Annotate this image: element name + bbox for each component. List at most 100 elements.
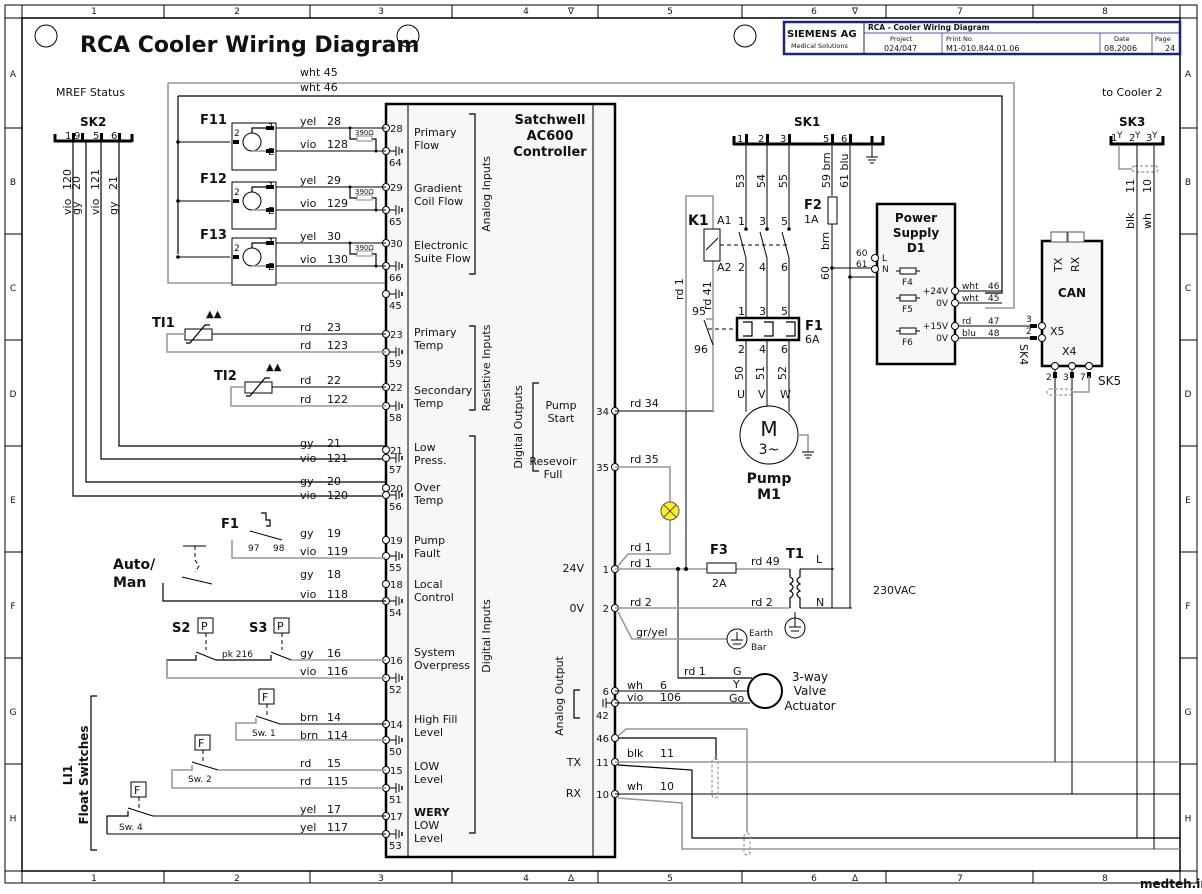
sheet-frame bbox=[4, 4, 1198, 884]
wire-wht-45-46: wht 45 wht 46 bbox=[167, 66, 1015, 309]
controller-input-label: Fault bbox=[414, 547, 441, 560]
sk1-wire-label: 61 blu bbox=[838, 153, 851, 188]
f1-contact-label: F1 bbox=[221, 517, 239, 532]
wire-rd34: rd 34 bbox=[630, 397, 659, 410]
group-digital-inputs: Digital Inputs bbox=[480, 599, 493, 673]
controller-terminal-number: 20 bbox=[390, 484, 403, 495]
f1-pin-98: 98 bbox=[273, 544, 285, 554]
overload-terminal-bottom: 4 bbox=[759, 343, 766, 356]
grid-row-A: A bbox=[10, 70, 17, 80]
sk3-socket-icon: Υ bbox=[1116, 131, 1123, 141]
controller-terminal-number: 35 bbox=[596, 463, 609, 474]
wire-n106: 106 bbox=[660, 691, 681, 704]
controller-input-label: Low bbox=[414, 441, 436, 454]
wire-rd1-lamp: rd 1 bbox=[630, 541, 652, 554]
motor-wire-number: 52 bbox=[776, 366, 789, 380]
flow-sensor-pin2: 2 bbox=[234, 129, 240, 139]
wire-rd41: rd 41 bbox=[701, 281, 714, 310]
controller-name-1: Satchwell bbox=[514, 113, 585, 128]
wire-color: vio bbox=[300, 452, 317, 465]
controller-terminal-number: 30 bbox=[390, 239, 403, 250]
fuse-f3-rating: 2A bbox=[712, 577, 727, 590]
revision-marker: ∇ bbox=[567, 7, 575, 17]
company-division: Medical Solutions bbox=[791, 42, 848, 50]
controller-input-label: Flow bbox=[414, 139, 439, 152]
controller-terminal-number: 17 bbox=[390, 812, 403, 823]
wire-f2-brn: brn bbox=[819, 232, 832, 250]
can-label: CAN bbox=[1058, 286, 1086, 300]
wire-rd35: rd 35 bbox=[630, 453, 659, 466]
psu-output-wire-number: 45 bbox=[988, 294, 999, 304]
controller-input-label: Primary bbox=[414, 326, 457, 339]
sk1-wire-label: 55 bbox=[777, 174, 790, 188]
output-wiring: rd 34 rd 35 rd 1 rd 1 F3 2A rd 49 rd 2 r… bbox=[615, 397, 1180, 856]
wire-number: 130 bbox=[327, 253, 348, 266]
grid-col-2: 2 bbox=[234, 874, 240, 884]
controller-terminal-number: 34 bbox=[596, 407, 609, 418]
controller-input-label: LOW bbox=[414, 819, 439, 832]
wire-number: 19 bbox=[327, 527, 341, 540]
controller-terminal-number: 51 bbox=[389, 795, 402, 806]
wire-number: 17 bbox=[327, 803, 341, 816]
grid-row-C: C bbox=[1185, 284, 1191, 294]
transformer-t1-icon bbox=[784, 568, 852, 639]
temp-sensor-label: TI2 bbox=[214, 369, 237, 384]
grid-row-F: F bbox=[1185, 602, 1190, 612]
wire-number: 128 bbox=[327, 138, 348, 151]
controller-terminal bbox=[382, 536, 390, 544]
controller-input-label: Press. bbox=[414, 454, 446, 467]
sw1-label: Sw. 1 bbox=[252, 729, 276, 739]
grid-col-3: 3 bbox=[378, 7, 384, 17]
valve-actuator-icon bbox=[747, 673, 783, 709]
psu-output-voltage: +15V bbox=[923, 322, 949, 332]
controller-terminal bbox=[382, 446, 390, 454]
controller-terminal bbox=[382, 580, 390, 588]
controller-terminal-number: 50 bbox=[389, 747, 402, 758]
controller-output-label: Resevoir bbox=[529, 455, 577, 468]
wire-60: 60 bbox=[819, 266, 832, 280]
sk1-pin-3: 3 bbox=[780, 134, 786, 145]
grid-row-C: C bbox=[10, 284, 16, 294]
valve-label-3: Actuator bbox=[784, 699, 835, 713]
sk2-pin-1: 1 bbox=[65, 131, 71, 142]
controller-input-label: Overpress bbox=[414, 659, 470, 672]
controller-right-label-v0: 0V bbox=[569, 602, 584, 615]
controller-terminal-number: 19 bbox=[390, 536, 403, 547]
controller-input-label: High Fill bbox=[414, 713, 457, 726]
s2-label: S2 bbox=[172, 621, 190, 636]
wire-color: rd bbox=[300, 321, 311, 334]
can-x4-pin: 3 bbox=[1063, 373, 1069, 383]
controller-input-label: Temp bbox=[413, 494, 443, 507]
psu-output-voltage: +24V bbox=[923, 287, 949, 297]
print-label: Print No. bbox=[946, 35, 974, 43]
sk5-label: SK5 bbox=[1098, 374, 1121, 388]
wire-rd2-t1: rd 2 bbox=[751, 596, 773, 609]
float-sw4-icon: F bbox=[134, 784, 140, 797]
controller-right-label-tx: TX bbox=[566, 756, 582, 769]
controller-terminal-number: 14 bbox=[390, 720, 403, 731]
wire-color: yel bbox=[300, 174, 316, 187]
valve-pin-Go: Go bbox=[729, 692, 745, 705]
wire-number: 30 bbox=[327, 230, 341, 243]
resistor-label: 390Ω bbox=[355, 188, 374, 196]
controller-input-label: Temp bbox=[413, 397, 443, 410]
wire-number: 116 bbox=[327, 665, 348, 678]
sk2-wire-number: 21 bbox=[107, 176, 120, 190]
sk2-label: SK2 bbox=[80, 115, 106, 129]
controller-output-label: Start bbox=[548, 412, 576, 425]
psu-output-voltage: 0V bbox=[936, 299, 949, 309]
sk1-pin-1: 1 bbox=[737, 134, 743, 145]
grid-col-6: 6 bbox=[811, 7, 817, 17]
controller-right-label-v24: 24V bbox=[562, 562, 584, 575]
grid-col-1: 1 bbox=[91, 874, 97, 884]
s2-pressure-icon: P bbox=[201, 620, 208, 633]
controller-terminal-number: 15 bbox=[390, 766, 403, 777]
controller-input-label: System bbox=[414, 646, 455, 659]
motor-3-phase: 3~ bbox=[759, 442, 780, 458]
controller-terminal-number: 54 bbox=[389, 608, 402, 619]
controller-terminal-number: 42 bbox=[596, 711, 609, 722]
